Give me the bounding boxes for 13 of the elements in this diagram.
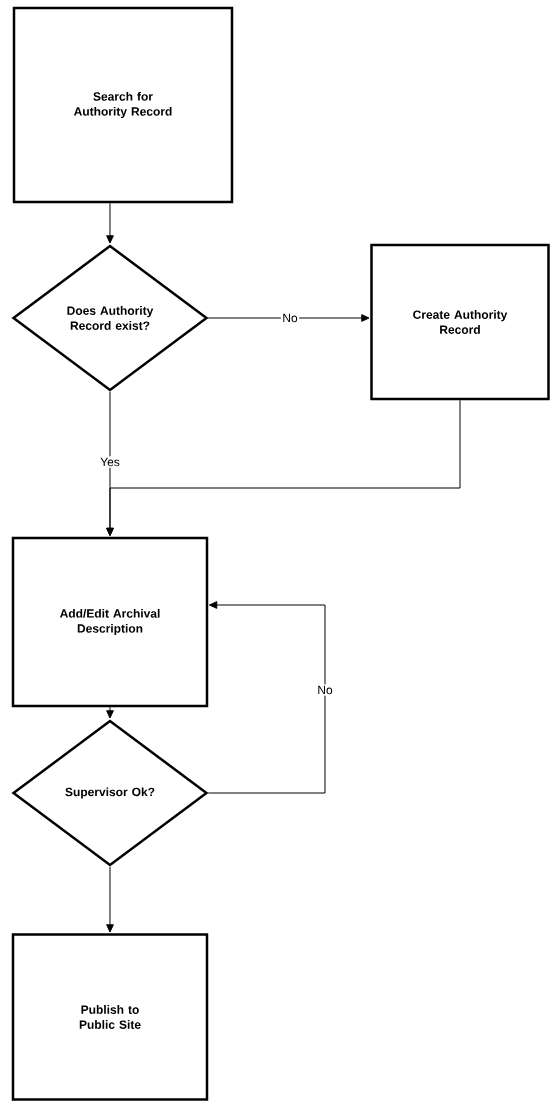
arrow (106, 706, 114, 719)
edge-label: Yes (98, 456, 122, 468)
process-box: Add/Edit Archival Description (11, 536, 209, 708)
arrow (207, 601, 326, 794)
edge-label: No (315, 684, 335, 696)
process-box: Create Authority Record (370, 243, 550, 401)
process-box: Search for Authority Record (12, 6, 234, 204)
arrow (106, 866, 114, 933)
arrow (106, 202, 114, 244)
arrow (106, 399, 461, 537)
arrow (207, 314, 370, 322)
edge-label: No (280, 312, 300, 324)
process-box: Publish to Public Site (11, 933, 209, 1101)
